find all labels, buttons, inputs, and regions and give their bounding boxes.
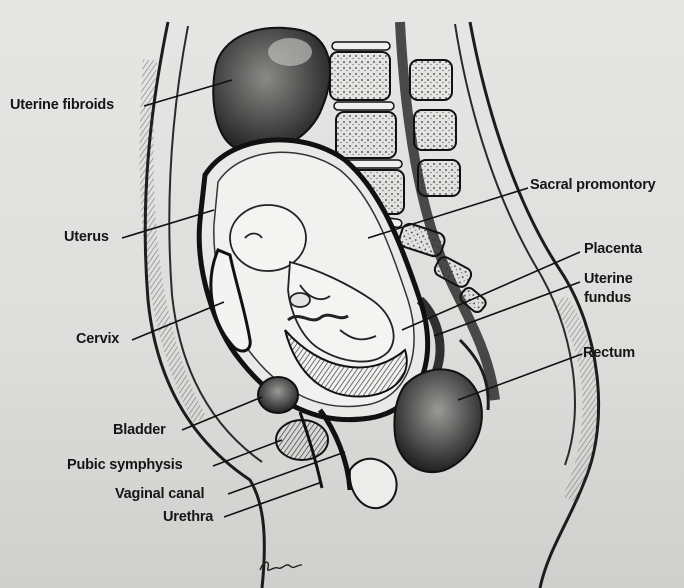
label-sacral-promontory: Sacral promontory: [530, 177, 656, 194]
leader-vaginal-canal: [228, 452, 345, 494]
label-vaginal-canal: Vaginal canal: [115, 486, 204, 503]
label-uterus: Uterus: [64, 229, 109, 246]
bladder-organ: [258, 377, 298, 413]
back-outline: [470, 22, 599, 588]
label-urethra: Urethra: [163, 509, 213, 526]
fibroid-highlight: [268, 38, 312, 66]
label-uterine-fibroids: Uterine fibroids: [10, 97, 114, 114]
perineum: [350, 459, 397, 508]
leader-pubic-symphysis: [213, 440, 282, 466]
label-bladder: Bladder: [113, 422, 166, 439]
label-cervix: Cervix: [76, 331, 119, 348]
leader-placenta: [402, 252, 580, 330]
label-uterine-fundus-line1: Uterine: [584, 271, 633, 288]
label-placenta: Placenta: [584, 241, 642, 258]
pubic-symphysis-bone: [276, 420, 328, 460]
label-uterine-fundus-line2: fundus: [584, 290, 631, 307]
skin-shading-front: [147, 60, 200, 420]
label-pubic-symphysis: Pubic symphysis: [67, 457, 182, 474]
rectum-organ: [394, 369, 482, 472]
label-rectum: Rectum: [583, 345, 635, 362]
leader-urethra: [224, 482, 322, 517]
artist-signature: [256, 556, 304, 576]
